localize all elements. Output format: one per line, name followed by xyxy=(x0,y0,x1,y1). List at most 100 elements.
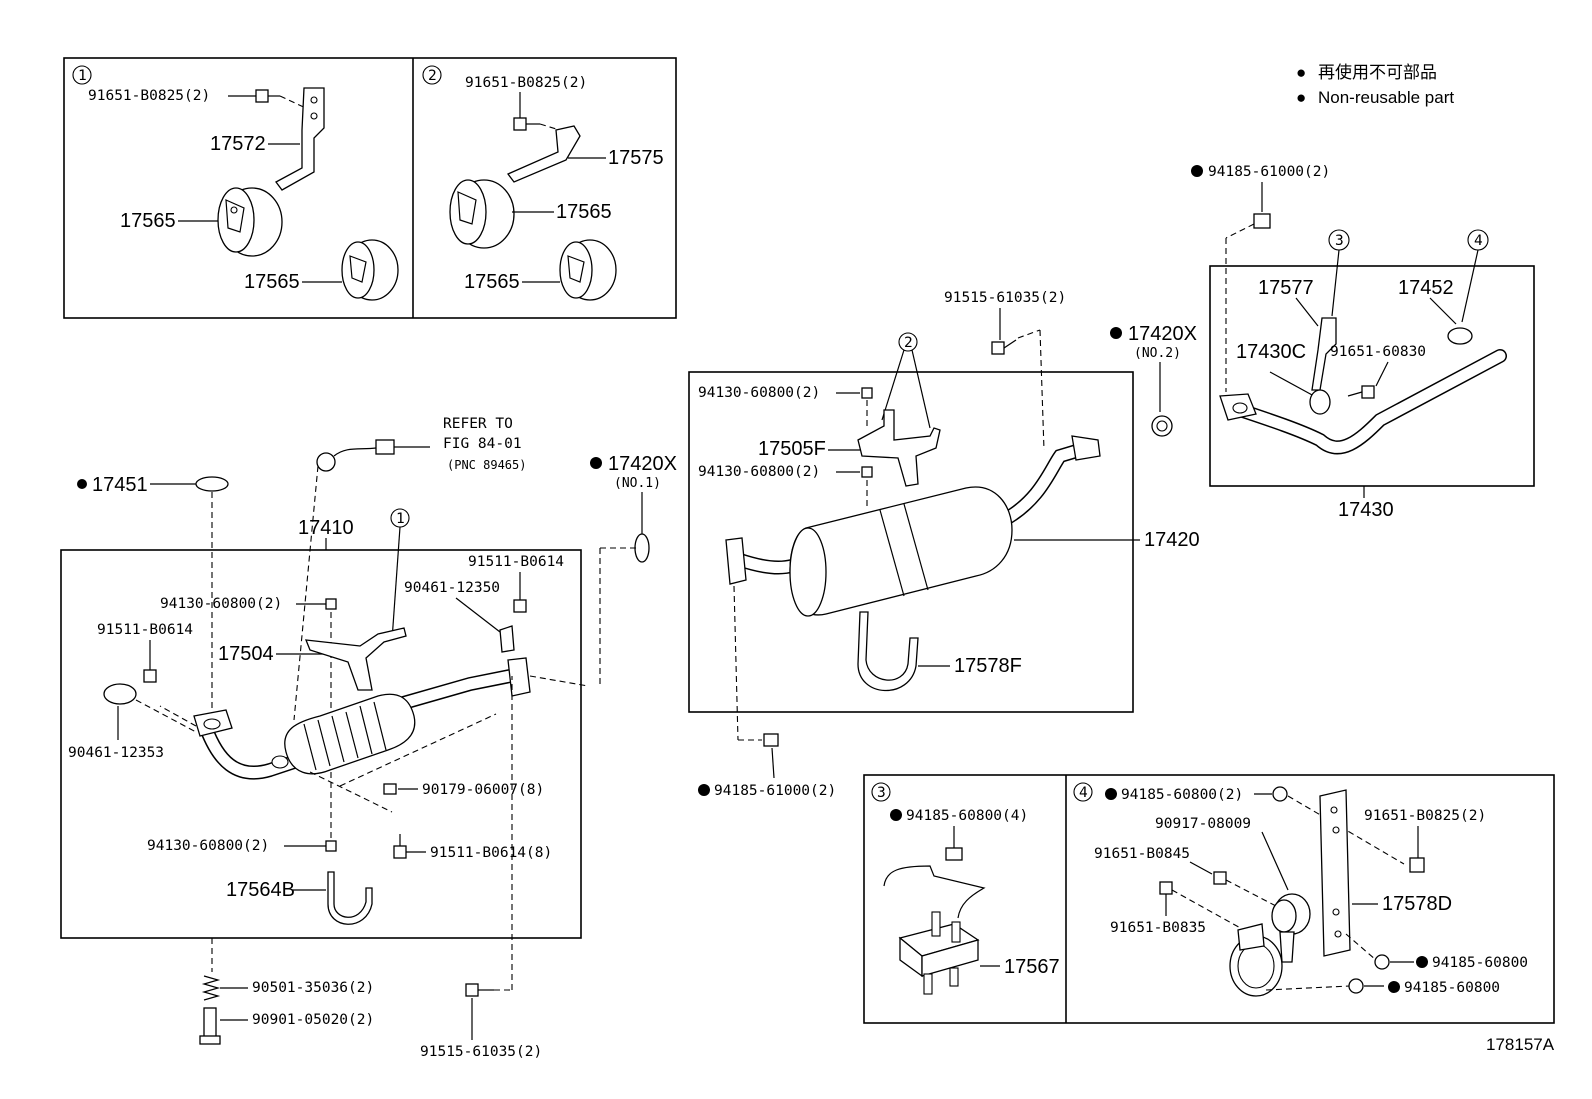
legend-text-en: Non-reusable part xyxy=(1318,88,1454,107)
leader xyxy=(1461,249,1479,323)
clamp-icon xyxy=(103,683,137,705)
muffler-nut-bottom-label: 94185-61000(2) xyxy=(714,783,836,799)
u-bolt-17578f xyxy=(857,611,919,692)
tail-bolt-label: 91651-60830 xyxy=(1330,344,1426,360)
callout-label-3b: 3 xyxy=(877,785,886,801)
non-reusable-dot xyxy=(1110,327,1122,339)
muffler-box xyxy=(688,371,1134,713)
callout-label-4: 4 xyxy=(1474,233,1483,249)
inset-box-3-4 xyxy=(863,774,1555,1024)
frame-outline xyxy=(883,865,986,919)
clamp-band xyxy=(1229,923,1283,997)
bolt-icon xyxy=(513,117,540,131)
bolt-icon xyxy=(1409,857,1425,873)
callout-circle-1 xyxy=(72,65,92,85)
nut-icon xyxy=(383,783,397,795)
hanger-17577 xyxy=(1311,317,1337,391)
muffler-u-bolt-label: 17578F xyxy=(954,655,1022,677)
inset-box-1-2 xyxy=(63,57,677,319)
inset2-bolt-label: 91651-B0825(2) xyxy=(465,75,587,91)
non-reusable-dot xyxy=(1191,165,1203,177)
nut-icon xyxy=(861,387,873,399)
flange-icon xyxy=(1071,435,1101,461)
u-bolt-17564b-label: 17564B xyxy=(226,879,295,901)
tail-hanger-label: 17577 xyxy=(1258,277,1314,299)
dashed-guide xyxy=(293,465,319,721)
inset1-bracket-label: 17572 xyxy=(210,133,266,155)
mount-17430c xyxy=(1309,389,1331,415)
bolt-left-label: 91511-B0614 xyxy=(97,622,193,638)
gasket-no2-group: 17420X (NO.2) xyxy=(1110,323,1197,437)
muffler-nut-a-label: 94130-60800(2) xyxy=(698,385,820,401)
mount-17567 xyxy=(898,911,980,995)
non-reusable-dot xyxy=(1416,956,1428,968)
non-reusable-dot xyxy=(698,784,710,796)
leader xyxy=(455,597,501,633)
tail-assembly-label: 17430 xyxy=(1338,499,1394,521)
inset4-bracket-label: 17578D xyxy=(1382,893,1452,915)
nut-bottom-label: 94130-60800(2) xyxy=(147,838,269,854)
callout-circle-4b xyxy=(1073,782,1093,802)
gasket-no1 xyxy=(634,533,650,563)
muffler-bracket-label: 17505F xyxy=(758,438,826,460)
dashed-guide xyxy=(159,705,197,727)
legend-text-jp: 再使用不可部品 xyxy=(1318,62,1437,82)
legend: ● 再使用不可部品 ● Non-reusable part xyxy=(1296,62,1454,107)
callout-label-1: 1 xyxy=(78,68,87,84)
non-reusable-dot xyxy=(77,479,87,489)
leader xyxy=(1331,249,1340,317)
dashed-guide xyxy=(135,699,197,733)
bracket-17504-label: 17504 xyxy=(218,643,274,665)
cushion-90917 xyxy=(1271,893,1311,963)
inset4-bolt-b0845-label: 91651-B0845 xyxy=(1094,846,1190,862)
nut-icon xyxy=(1253,213,1271,229)
bolt-icon xyxy=(1213,871,1227,885)
inset4-cushion-label: 90917-08009 xyxy=(1155,816,1251,832)
non-reusable-dot xyxy=(890,809,902,821)
bolt-icon xyxy=(1347,385,1375,399)
bolt-icon xyxy=(1159,881,1173,895)
dashed-guide xyxy=(1345,933,1377,961)
leader xyxy=(1189,861,1213,875)
bracket-17505f xyxy=(857,409,941,487)
callout-label-4b: 4 xyxy=(1079,785,1088,801)
leader xyxy=(911,349,931,429)
legend-bullet-2: ● xyxy=(1296,88,1306,107)
gasket-17451 xyxy=(195,476,229,492)
bracket-17578d xyxy=(1319,789,1351,957)
inset-3: 3 94185-60800(4) 17567 xyxy=(871,782,1060,995)
bolt-bottom-label: 91515-61035(2) xyxy=(420,1044,542,1060)
leader xyxy=(1261,831,1289,891)
dashed-guide xyxy=(1265,985,1351,991)
dashed-guide xyxy=(1017,329,1041,339)
bolt-right-label: 91511-B0614 xyxy=(468,554,564,570)
leader xyxy=(1295,297,1319,327)
nut-icon xyxy=(763,733,779,747)
inset1-mount-b-label: 17565 xyxy=(244,271,300,293)
nut-icon xyxy=(325,598,337,610)
dashed-guide xyxy=(309,771,393,813)
non-reusable-dot xyxy=(590,457,602,469)
gasket-no1-label: 17420X xyxy=(608,453,677,475)
inset2-mount-b-label: 17565 xyxy=(464,271,520,293)
leader xyxy=(1375,361,1389,387)
oxygen-sensor xyxy=(316,439,430,472)
nut-top-label: 94130-60800(2) xyxy=(160,596,282,612)
bolt-8-label: 91511-B0614(8) xyxy=(430,845,552,861)
bolt-icon xyxy=(465,983,494,997)
non-reusable-dot xyxy=(1388,981,1400,993)
dashed-guide xyxy=(279,95,311,111)
bolt-icon xyxy=(143,669,157,683)
inset4-nut-b-label: 94185-60800 xyxy=(1404,980,1500,996)
gasket-no2-sub: (NO.2) xyxy=(1134,346,1181,361)
gasket-no1-group: 17420X (NO.1) xyxy=(590,453,677,686)
inset-1: 1 91651-B0825(2) 17572 17565 17565 xyxy=(72,65,399,301)
dashed-guide xyxy=(529,675,589,687)
inset1-mount-a-label: 17565 xyxy=(120,210,176,232)
bracket-17504 xyxy=(304,627,407,691)
tail-pipe-group: 94185-61000(2) 3 4 17577 17452 17430C 91… xyxy=(1191,164,1535,521)
clamp-icon xyxy=(499,625,515,653)
callout-label-3: 3 xyxy=(1335,233,1344,249)
gasket-no2-label: 17420X xyxy=(1128,323,1197,345)
